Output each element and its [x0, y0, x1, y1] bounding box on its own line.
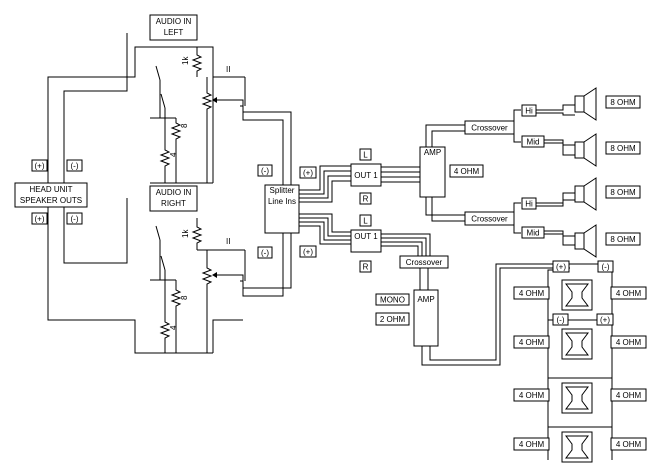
splitter-input-wiring [242, 77, 292, 297]
crossover-upper-hi: Hi [525, 107, 533, 116]
sub-plus-mid: (+) [600, 316, 610, 325]
audio-in-left-label-2: LEFT [164, 28, 184, 37]
crossover-lower-label: Crossover [471, 215, 508, 224]
sub-crossover-label: Crossover [406, 258, 443, 267]
splitter-label-1: Splitter [270, 186, 295, 195]
subwoofer-4-impedance-left: 4 OHM [519, 440, 545, 449]
out-block-upper: OUT 1 L R [350, 148, 382, 205]
out-to-amp-wiring [381, 166, 431, 256]
subwoofer-3-impedance-right: 4 OHM [616, 391, 642, 400]
out-lower-l: L [363, 217, 368, 226]
speaker-4-impedance: 8 OHM [610, 235, 636, 244]
head-unit-plus-top: (+) [35, 162, 45, 171]
out-block-lower: OUT 1 L R [350, 214, 382, 273]
sub-plus-top: (+) [556, 263, 566, 272]
speaker-2-impedance: 8 OHM [610, 144, 636, 153]
out-upper-label: OUT 1 [354, 171, 378, 180]
subwoofer-2-impedance-right: 4 OHM [616, 338, 642, 347]
subwoofer-3-impedance-left: 4 OHM [519, 391, 545, 400]
mono-amp-label: AMP [417, 295, 434, 304]
head-unit-label-1: HEAD UNIT [29, 185, 72, 194]
subwoofer-1: 4 OHM 4 OHM [513, 279, 647, 311]
speaker-3: 8 OHM [574, 177, 641, 211]
left-r-8-label: 8 [180, 123, 189, 128]
audio-in-right-label-1: AUDIO IN [156, 188, 192, 197]
crossover-lower-hi: Hi [525, 200, 533, 209]
speaker-1-impedance: 8 OHM [610, 98, 636, 107]
speaker-4: 8 OHM [574, 224, 641, 258]
out-lower-r: R [363, 263, 369, 272]
head-unit-plus-bottom: (+) [35, 215, 45, 224]
sub-crossover: Crossover [399, 255, 449, 290]
subwoofer-1-impedance-right: 4 OHM [616, 289, 642, 298]
sub-polarity: (+) (-) (-) (+) [552, 260, 614, 326]
head-unit: HEAD UNIT SPEAKER OUTS [14, 182, 88, 208]
speaker-3-impedance: 8 OHM [610, 188, 636, 197]
speaker-1: 8 OHM [574, 87, 641, 121]
sub-minus-top: (-) [602, 263, 610, 272]
subwoofer-2: 4 OHM 4 OHM [513, 328, 647, 360]
left-pot-mark: II [226, 65, 230, 74]
subwoofer-1-impedance-left: 4 OHM [519, 289, 545, 298]
out-upper-l: L [363, 151, 368, 160]
subwoofer-4-impedance-right: 4 OHM [616, 440, 642, 449]
splitter-output-wiring [299, 165, 351, 245]
amp-to-crossover-wiring [425, 124, 465, 222]
splitter-minus-bottom: (-) [261, 249, 269, 258]
crossover-upper-label: Crossover [471, 124, 508, 133]
audio-in-left-label-1: AUDIO IN [156, 17, 192, 26]
mono-amp-mono: MONO [380, 296, 405, 305]
splitter-label-2: Line Ins [268, 197, 296, 206]
out-lower-label: OUT 1 [354, 232, 378, 241]
splitter-plus-bottom: (+) [303, 248, 313, 257]
out-upper-r: R [363, 195, 369, 204]
right-channel-network: AUDIO IN RIGHT 1k II 8 4 [135, 185, 245, 354]
right-pot-mark: II [226, 237, 230, 246]
mono-amp: AMP MONO 2 OHM [375, 263, 600, 366]
main-amp: AMP 4 OHM [419, 146, 484, 198]
right-r-4-label: 4 [169, 325, 178, 330]
subwoofer-2-impedance-left: 4 OHM [519, 338, 545, 347]
sub-minus-mid: (-) [557, 316, 565, 325]
right-r-8-label: 8 [180, 295, 189, 300]
main-amp-impedance: 4 OHM [454, 167, 480, 176]
head-unit-minus-top: (-) [71, 162, 79, 171]
crossover-lower: Crossover Hi Mid [464, 192, 575, 246]
mono-amp-impedance: 2 OHM [380, 315, 406, 324]
head-unit-label-2: SPEAKER OUTS [20, 196, 82, 205]
main-amp-label: AMP [424, 148, 441, 157]
left-r-1k-label: 1k [181, 56, 190, 65]
head-unit-polarity: (+) (-) (+) (-) [31, 159, 83, 225]
head-unit-minus-bottom: (-) [71, 215, 79, 224]
audio-in-right-label-2: RIGHT [161, 199, 186, 208]
subwoofer-4: 4 OHM 4 OHM [513, 431, 647, 463]
left-r-4-label: 4 [169, 152, 178, 157]
speaker-2: 8 OHM [574, 133, 641, 167]
crossover-upper-mid: Mid [527, 138, 540, 147]
left-channel-network: AUDIO IN LEFT 1k II 8 4 [149, 14, 244, 184]
crossover-lower-mid: Mid [527, 229, 540, 238]
right-r-1k-label: 1k [181, 229, 190, 238]
splitter-minus-top: (-) [261, 167, 269, 176]
subwoofer-3: 4 OHM 4 OHM [513, 382, 647, 414]
splitter-plus-top: (+) [303, 169, 313, 178]
crossover-upper: Crossover Hi Mid [464, 104, 575, 156]
splitter: Splitter Line Ins (-) (-) (+) (+) [257, 164, 317, 259]
